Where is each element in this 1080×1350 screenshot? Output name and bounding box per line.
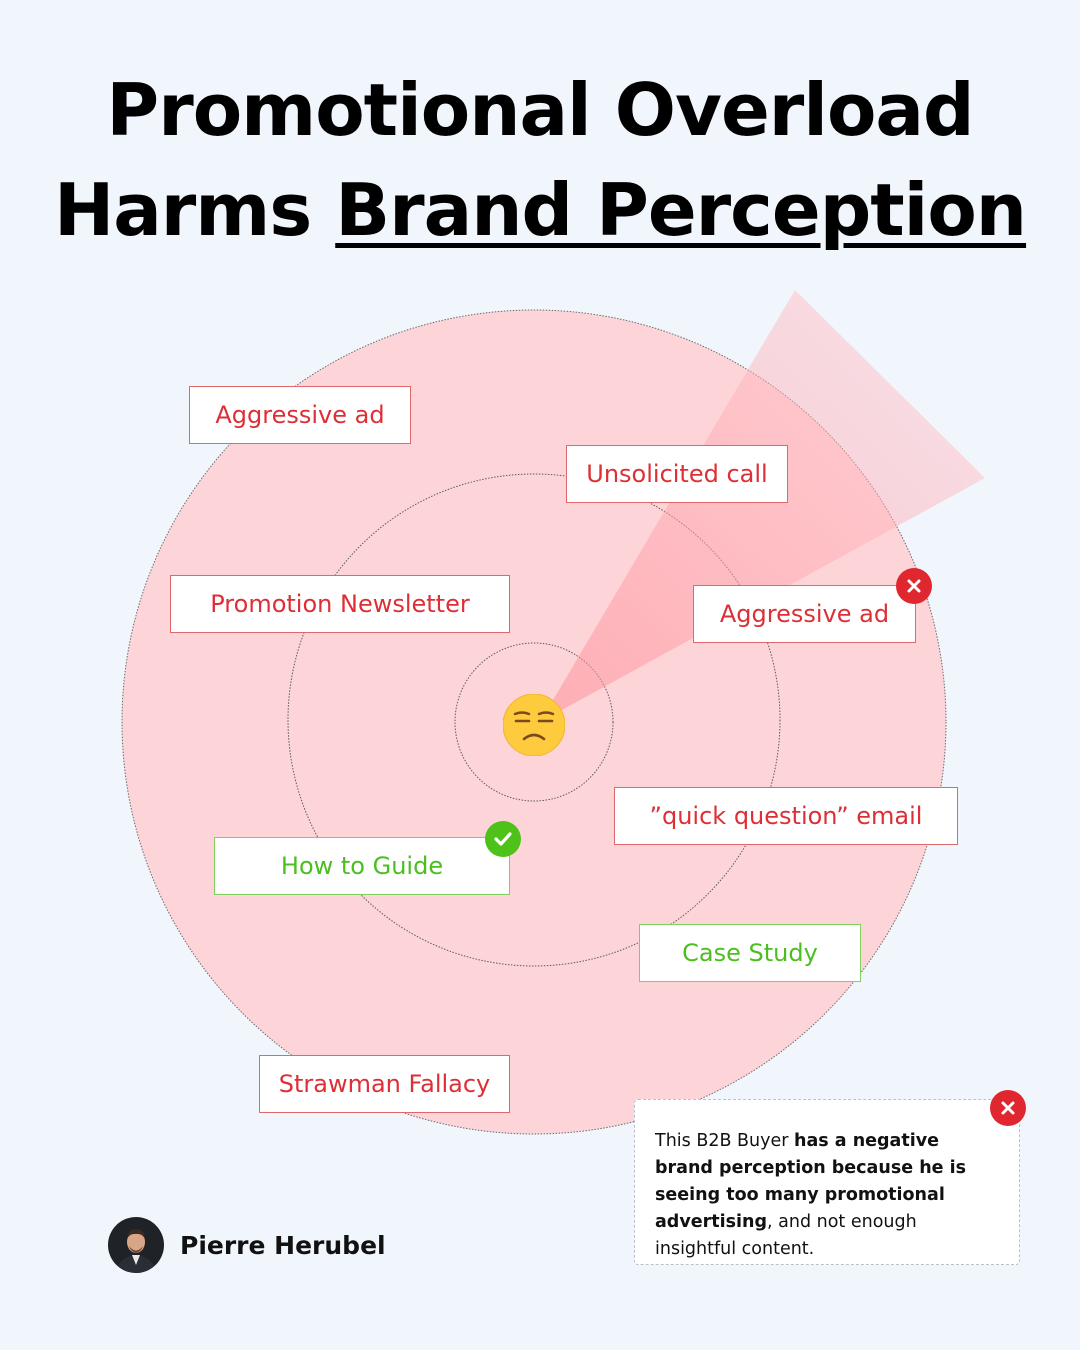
tag-label: Aggressive ad xyxy=(215,401,385,429)
tag-unsolicited-call: Unsolicited call xyxy=(566,445,788,503)
tag-label: ”quick question” email xyxy=(649,802,923,830)
note-text-1: This B2B Buyer xyxy=(655,1131,795,1151)
inner-ring xyxy=(454,642,614,802)
tag-case-study: Case Study xyxy=(639,924,861,982)
check-icon xyxy=(485,821,521,857)
tag-label: Aggressive ad xyxy=(719,600,890,628)
person-avatar-icon xyxy=(108,1217,164,1273)
tag-aggressive-ad-2: Aggressive ad xyxy=(693,585,916,643)
note-text-3: , and not enough insightful content. xyxy=(655,1212,917,1259)
middle-ring xyxy=(287,473,781,967)
tag-strawman-fallacy: Strawman Fallacy xyxy=(259,1055,510,1113)
tag-label: Promotion Newsletter xyxy=(210,590,470,618)
x-icon xyxy=(990,1090,1026,1126)
tag-how-to-guide: How to Guide xyxy=(214,837,510,895)
note-text-bold: has a negative brand perception because … xyxy=(655,1131,967,1232)
explanation-note: This B2B Buyer has a negative brand perc… xyxy=(634,1099,1020,1265)
tag-label: Unsolicited call xyxy=(586,460,768,488)
tag-label: Strawman Fallacy xyxy=(278,1070,491,1098)
tag-quick-question-email: ”quick question” email xyxy=(614,787,958,845)
title-prefix: Harms xyxy=(53,168,336,252)
tag-aggressive-ad-1: Aggressive ad xyxy=(189,386,411,444)
title-line-1: Promotional Overload xyxy=(106,68,974,152)
author-name: Pierre Herubel xyxy=(180,1230,386,1260)
radar-beam xyxy=(540,290,985,722)
unamused-face-icon xyxy=(503,694,565,756)
tag-label: How to Guide xyxy=(280,852,444,880)
tag-label: Case Study xyxy=(682,939,818,967)
author: Pierre Herubel xyxy=(108,1217,386,1273)
title-line-2: Harms Brand Perception xyxy=(0,160,1080,260)
tag-promotion-newsletter: Promotion Newsletter xyxy=(170,575,510,633)
x-icon xyxy=(896,568,932,604)
title-emphasis: Brand Perception xyxy=(335,168,1027,252)
